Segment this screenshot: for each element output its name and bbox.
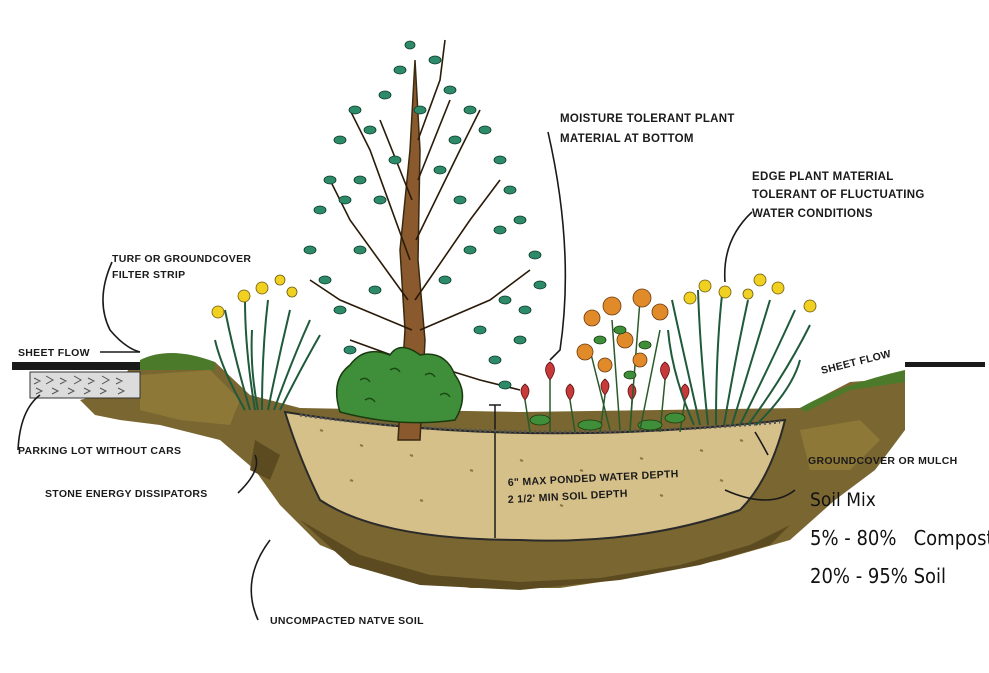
moisture-label-line1: MOISTURE TOLERANT PLANT	[560, 113, 735, 125]
edge-label-line3: WATER CONDITIONS	[752, 208, 873, 220]
soil-mix-title: Soil Mix	[810, 489, 876, 511]
parking-lot-surface	[12, 362, 140, 398]
edge-label-line1: EDGE PLANT MATERIAL	[752, 171, 894, 183]
sheet-flow-right-label: SHEET FLOW	[820, 348, 893, 377]
parking-lot-label: PARKING LOT WITHOUT CARS	[18, 445, 181, 457]
soil-mix-compost: 5% - 80% Compost	[810, 527, 989, 550]
right-pavement	[905, 362, 985, 367]
orange-flowers	[577, 289, 668, 430]
turf-filter-strip	[140, 353, 215, 370]
turf-label-line2: FILTER STRIP	[112, 269, 185, 281]
edge-label-line2: TOLERANT OF FLUCTUATING	[752, 189, 925, 201]
right-edge-plants	[668, 290, 810, 425]
native-soil-label: UNCOMPACTED NATVE SOIL	[270, 615, 424, 627]
soil-mix-soil: 20% - 95% Soil	[810, 565, 946, 588]
stone-dissipators-label: STONE ENERGY DISSIPATORS	[45, 488, 208, 500]
groundcover-label: GROUNDCOVER OR MULCH	[808, 455, 958, 467]
shrub	[337, 348, 463, 423]
sheet-flow-left-label: SHEET FLOW	[18, 347, 90, 359]
moisture-label-line2: MATERIAL AT BOTTOM	[560, 133, 694, 145]
turf-label-line1: TURF OR GROUNDCOVER	[112, 253, 251, 265]
right-daffodils	[684, 274, 816, 312]
